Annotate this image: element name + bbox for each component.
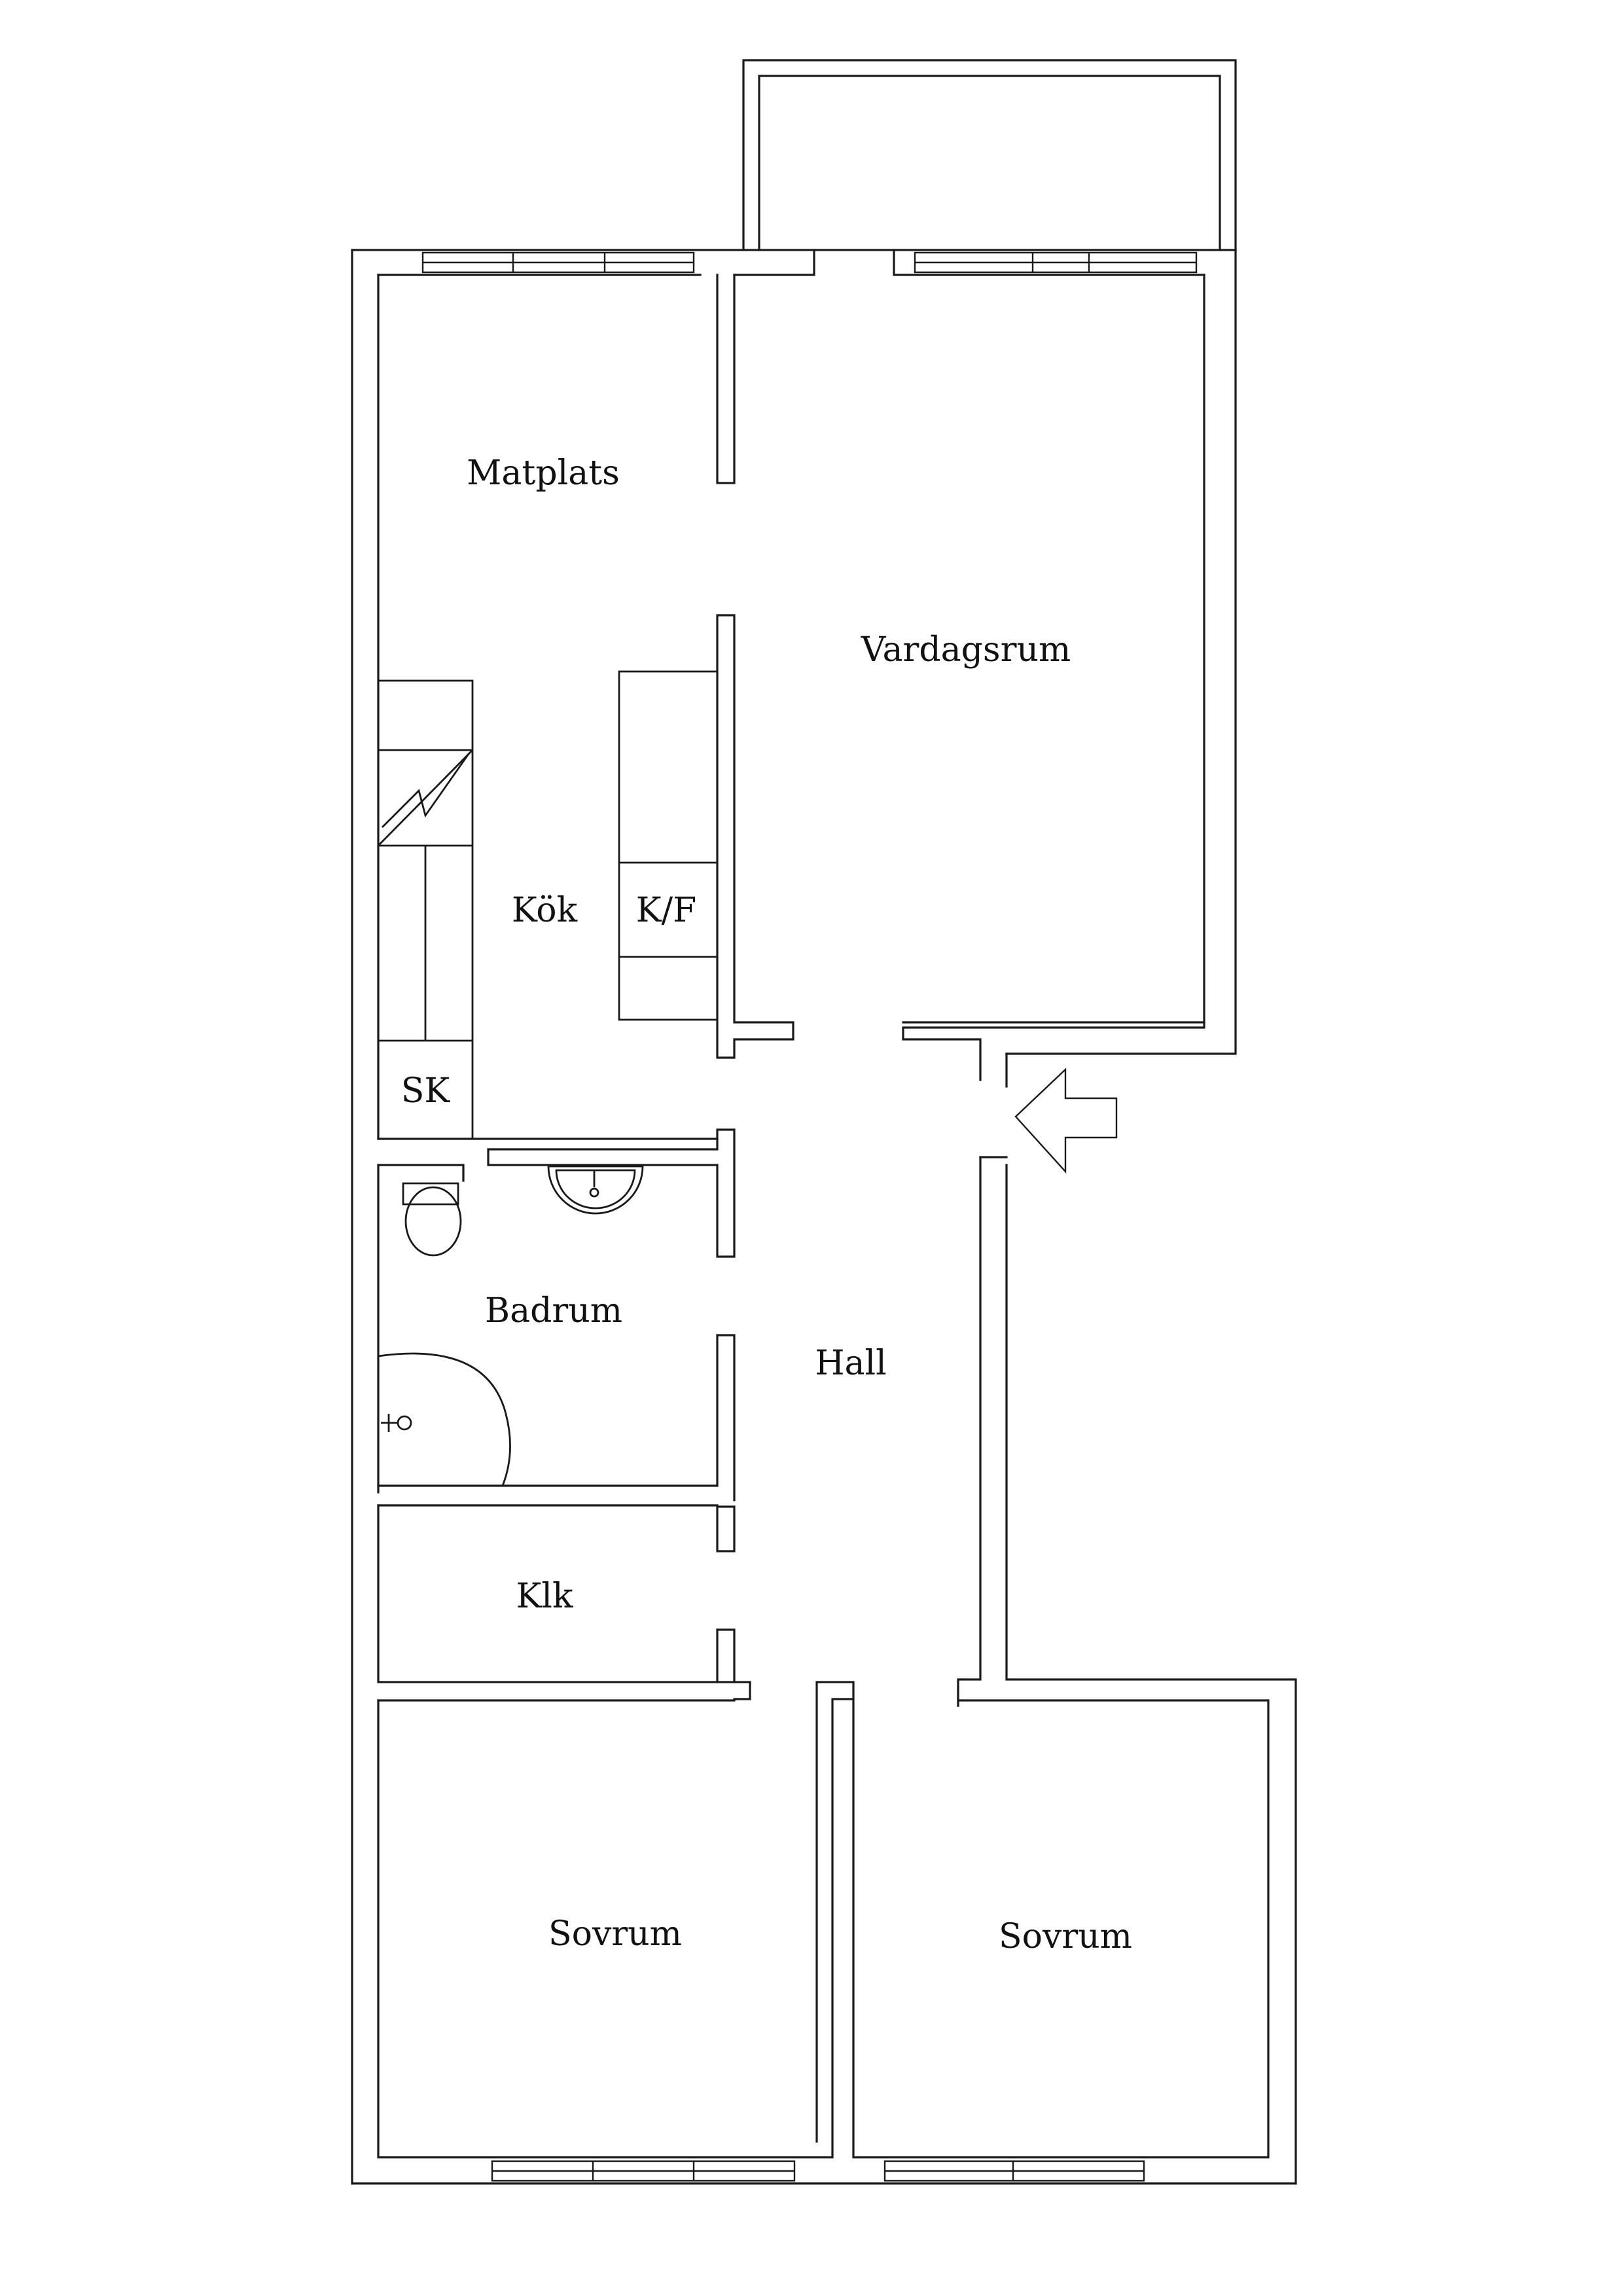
room-label-badrum: Badrum xyxy=(485,1291,622,1331)
room-label-kf: K/F xyxy=(636,891,696,930)
room-label-klk: Klk xyxy=(516,1577,573,1616)
kitchen-counter-right xyxy=(618,670,719,1021)
interior-walls xyxy=(377,274,1270,2159)
room-label-sovrum-right: Sovrum xyxy=(999,1917,1132,1956)
kitchen-counter-left xyxy=(377,679,474,1140)
outer-walls xyxy=(351,249,1297,2185)
shower-icon xyxy=(378,1352,511,1486)
toilet-icon xyxy=(402,1182,462,1257)
window-top-left xyxy=(421,251,695,274)
window-bottom-right xyxy=(883,2160,1145,2182)
window-bottom-left xyxy=(491,2160,796,2182)
room-label-sk: SK xyxy=(401,1071,451,1111)
stove-icon xyxy=(378,749,473,846)
sink-icon xyxy=(547,1165,644,1215)
room-label-sovrum-left: Sovrum xyxy=(548,1914,682,1954)
balcony xyxy=(742,59,1237,251)
window-top-right xyxy=(914,251,1198,274)
room-label-kok: Kök xyxy=(512,891,578,930)
room-label-vardagsrum: Vardagsrum xyxy=(861,630,1071,670)
room-label-hall: Hall xyxy=(815,1344,887,1383)
room-label-matplats: Matplats xyxy=(467,454,620,493)
entrance-arrow-icon xyxy=(1014,1067,1118,1174)
